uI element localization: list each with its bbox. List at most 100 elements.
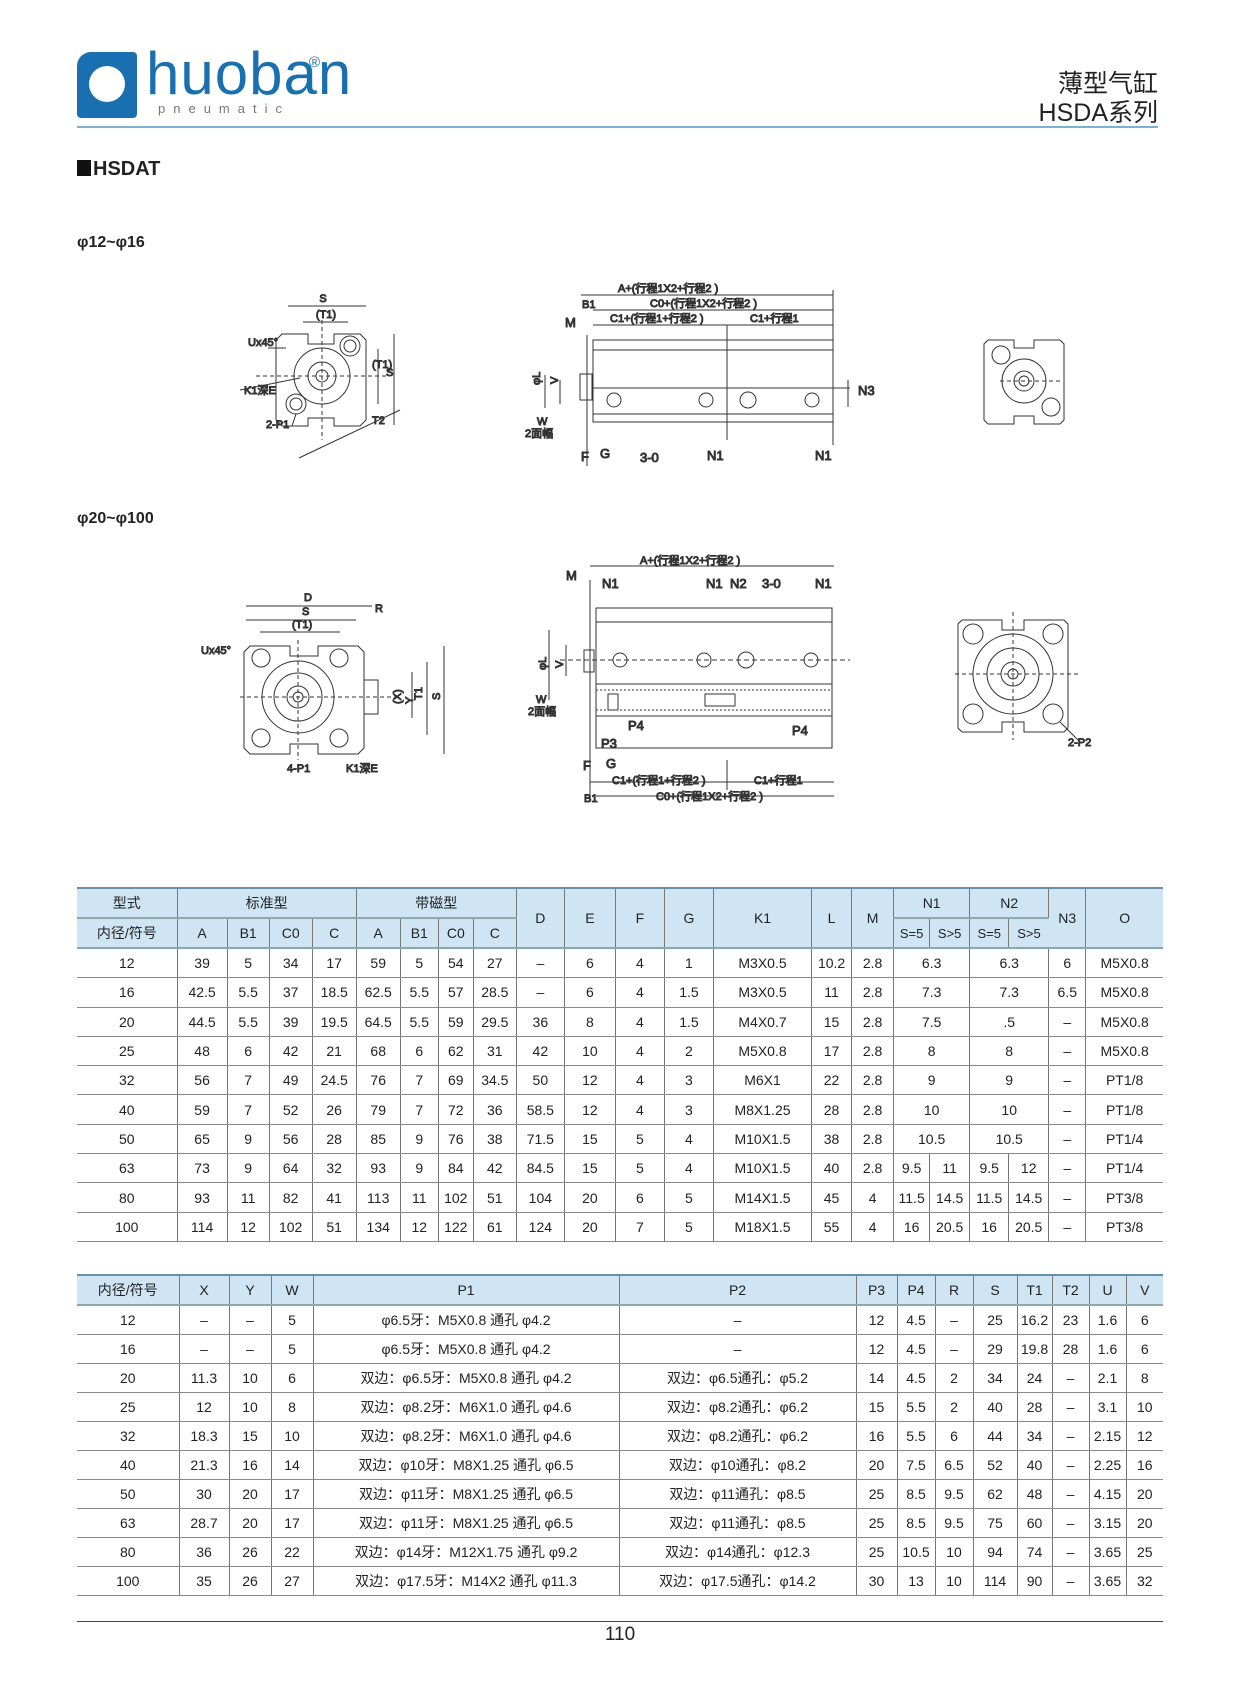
label-f: F [583,758,591,773]
table-cell: 双边：φ10牙：M8X1.25 通孔 φ6.5 [313,1450,620,1480]
table-cell: 4.5 [897,1305,936,1335]
table-cell: 双边：φ6.5通孔：φ5.2 [619,1363,857,1393]
table-cell: 双边：φ10通孔：φ8.2 [619,1450,857,1480]
diagram1-caption: φ12~φ16 [77,234,145,251]
header-std-c0: C0 [269,918,313,949]
table-cell: 25 [856,1479,898,1509]
table-cell: 3 [664,1065,714,1096]
table-cell: 双边：φ11通孔：φ8.5 [619,1479,857,1509]
table-cell: – [1052,1392,1090,1422]
label-v: V [554,660,566,668]
table-cell: 57 [438,977,474,1008]
table-cell: 15 [229,1421,272,1451]
table-cell: 2 [935,1363,974,1393]
series-title: HSDA系列 [1038,99,1158,127]
label-r: R [375,603,383,615]
header-mag-c: C [473,918,517,949]
header-std-c: C [312,918,357,949]
table-cell: 10 [935,1566,974,1596]
label-y: Y [404,696,416,704]
table-cell: 28 [811,1094,853,1125]
table-cell: 59 [356,948,401,979]
label-b1: B1 [582,299,595,311]
table-cell: 52 [973,1450,1018,1480]
table-cell: 4.15 [1089,1479,1127,1509]
table-cell: 3.15 [1089,1508,1127,1538]
table-cell: 62 [438,1036,474,1067]
label-s-side: S [431,693,443,700]
table-cell: 40 [973,1392,1018,1422]
header-cell: T1 [1017,1275,1053,1306]
table-cell: 双边：φ17.5牙：M14X2 通孔 φ11.3 [313,1566,620,1596]
header-cell: P3 [856,1275,898,1306]
table-cell: 5.5 [897,1392,936,1422]
table-cell: 40 [1017,1450,1053,1480]
table-cell: 54 [438,948,474,979]
header-n3: N3 [1048,888,1087,949]
table-cell: 63 [77,1508,180,1538]
table-cell: 2.8 [851,1153,895,1184]
table-cell: 55 [811,1212,853,1242]
table-cell: 42 [269,1036,313,1067]
table-cell: 2.25 [1089,1450,1127,1480]
table-cell: 9.5 [935,1508,974,1538]
table-cell: 6 [400,1036,439,1067]
table-cell: 1 [664,948,714,979]
table-cell: 20.5 [929,1212,971,1242]
table-cell: 14 [271,1450,314,1480]
table-cell: 9 [969,1065,1050,1096]
table-cell: M5X0.8 [1085,977,1163,1008]
table-cell: 35 [179,1566,230,1596]
table-cell: 7.5 [897,1450,936,1480]
table-cell: 85 [356,1124,401,1155]
table-cell: 20.5 [1008,1212,1050,1242]
label-t2: T2 [372,415,385,427]
table-cell: 15 [856,1392,898,1422]
table-cell: M5X0.8 [713,1036,813,1067]
cell-bore: 40 [77,1094,178,1125]
section-heading: HSDAT [77,158,160,181]
table-cell: 6.5 [935,1450,974,1480]
table-cell: M10X1.5 [713,1124,813,1155]
table-cell: 7 [227,1065,270,1096]
table-cell: 80 [77,1537,180,1567]
table-cell: 1.6 [1089,1334,1127,1364]
table-cell: 10 [271,1421,314,1451]
label-n1b: N1 [706,576,723,591]
header-stroke-sub: S=5 [893,918,931,949]
table-cell: 102 [438,1182,474,1213]
label-d: D [304,592,312,604]
header-cell: 内径/符号 [77,1275,180,1306]
table-cell: 16 [969,1212,1010,1242]
square-bullet-icon [77,160,91,176]
table-cell: M3X0.5 [713,948,813,979]
page-number: 110 [604,1624,636,1645]
table-cell: 1.5 [664,977,714,1008]
table-cell: – [935,1305,974,1335]
header-n2: N2 [969,888,1050,919]
table-cell: 双边：φ8.2牙：M6X1.0 通孔 φ4.6 [313,1392,620,1422]
table-cell: 4 [615,948,665,979]
header-cell: R [935,1275,974,1306]
label-m: M [565,315,576,330]
table-cell: 10.5 [893,1124,971,1155]
label-w: W [537,416,548,428]
cell-bore: 12 [77,948,178,979]
label-3-0: 3-0 [640,450,659,465]
label-a: A+(行程1X2+行程2 ) [618,282,718,295]
table-cell: 82 [269,1182,313,1213]
table-cell: – [1052,1363,1090,1393]
table-cell: 6.5 [1048,977,1087,1008]
table-cell: 16 [856,1421,898,1451]
table-cell: 122 [438,1212,474,1242]
cell-bore: 16 [77,977,178,1008]
table-cell: 10 [229,1392,272,1422]
table-cell: 2.8 [851,1036,895,1067]
table-cell: 20 [229,1508,272,1538]
label-t1-side: (T1) [372,359,392,371]
cell-bore: 100 [77,1212,178,1242]
